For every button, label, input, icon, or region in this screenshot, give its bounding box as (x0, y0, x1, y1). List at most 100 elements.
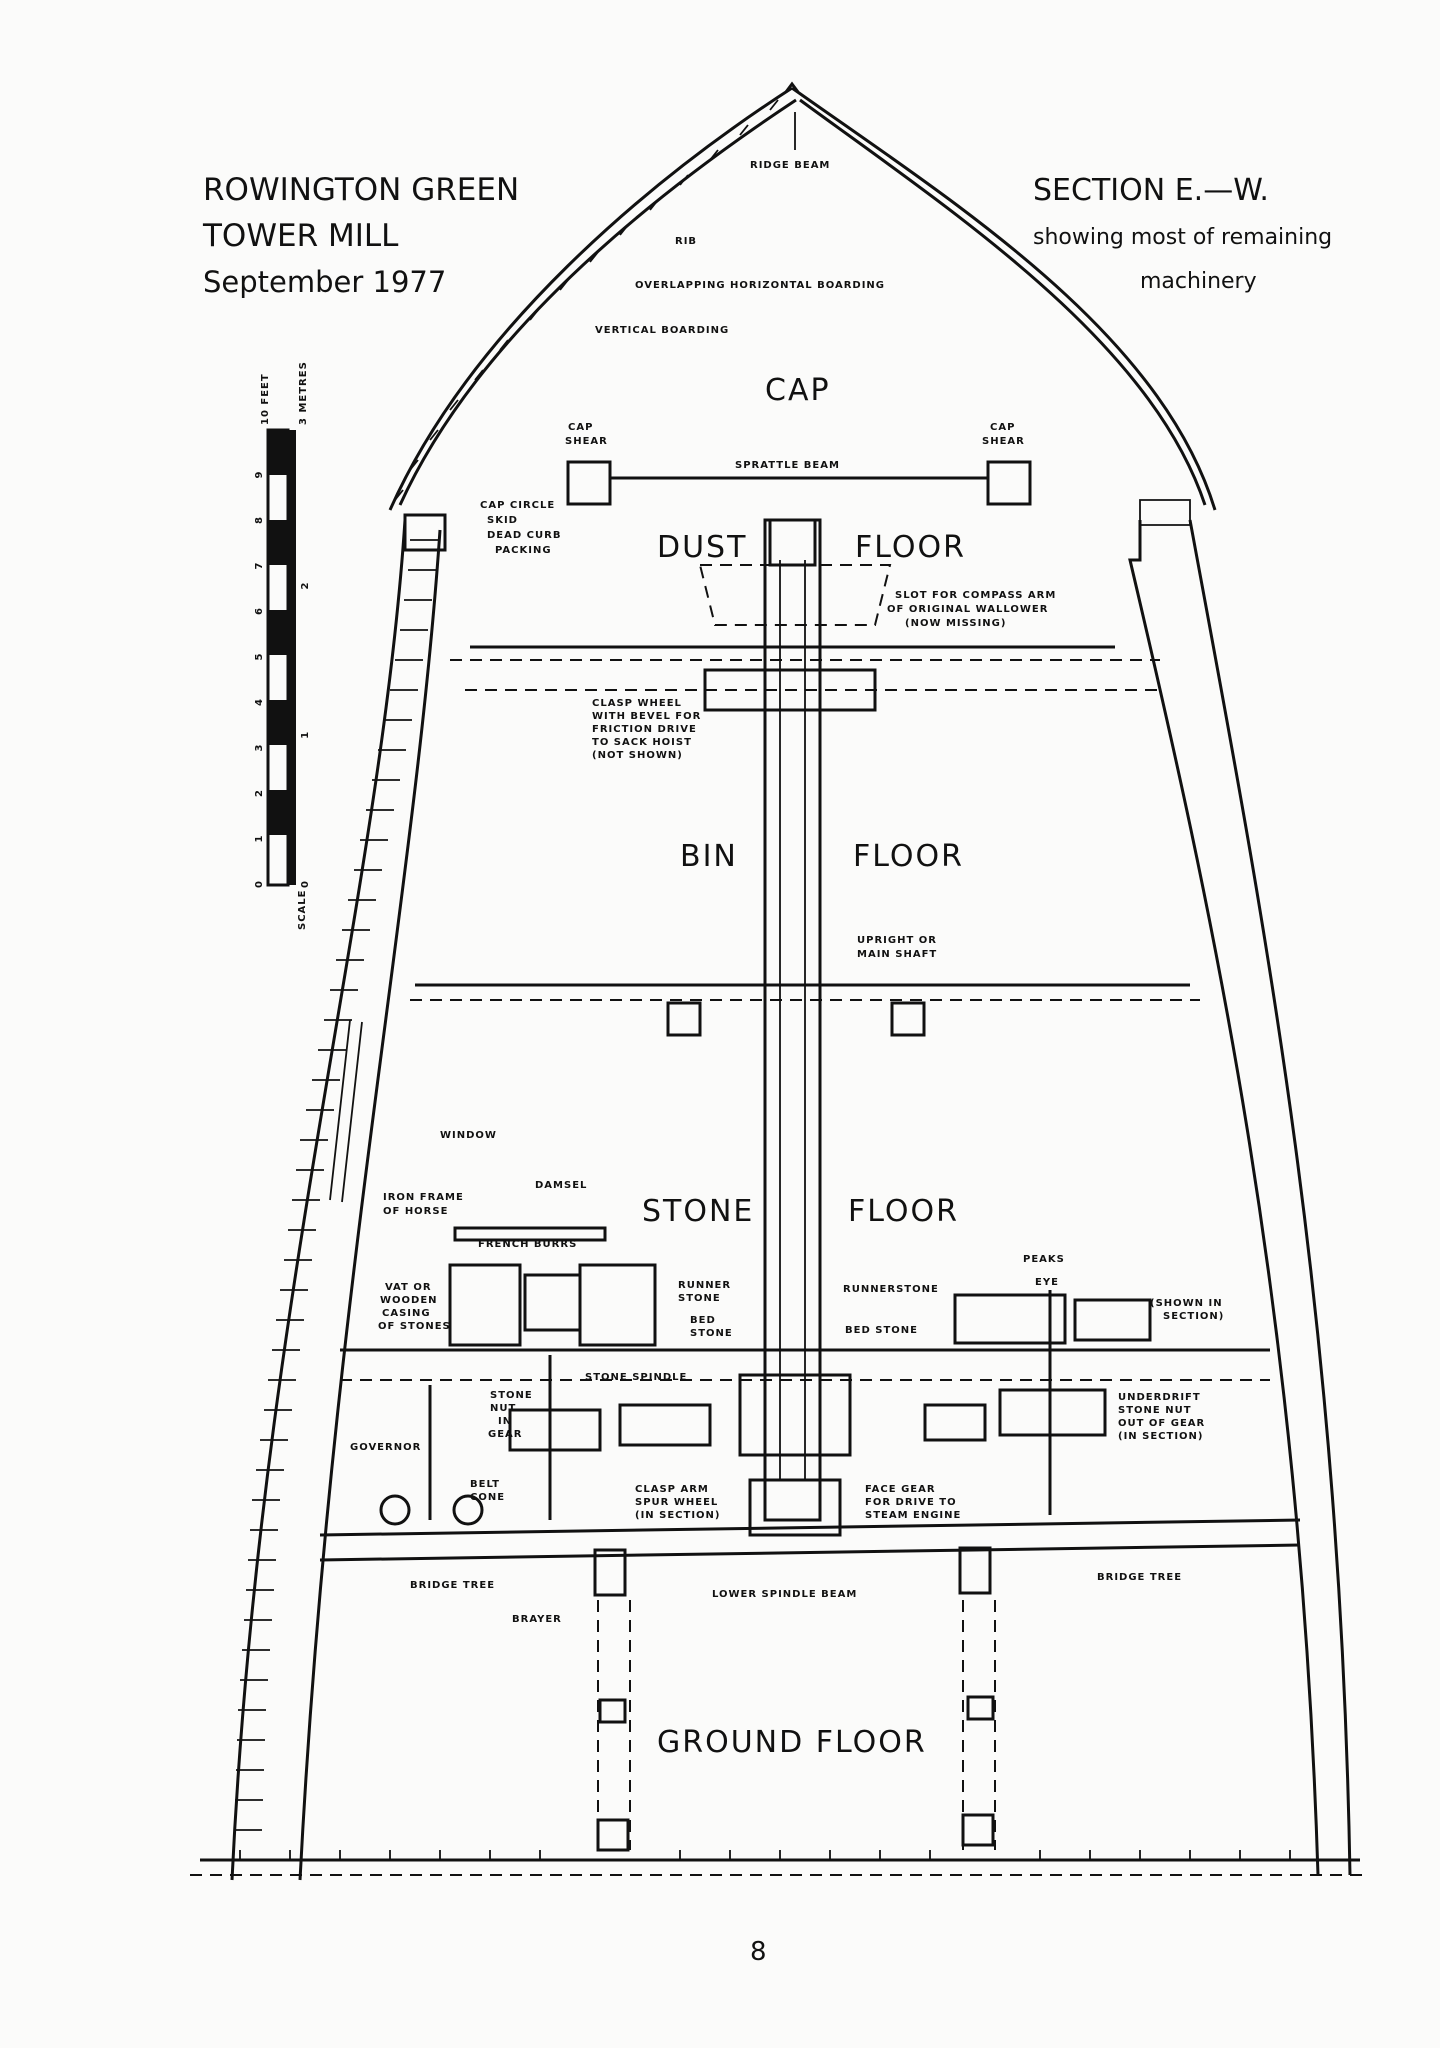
label-packing: PACKING (495, 545, 552, 556)
label-rib: RIB (675, 236, 697, 247)
label-overlapping: OVERLAPPING HORIZONTAL BOARDING (635, 280, 885, 291)
label-slot-3: (NOW MISSING) (905, 618, 1006, 629)
label-damsel: DAMSEL (535, 1180, 587, 1191)
scale-metres-label: 3 METRES (298, 361, 309, 425)
section-line1: SECTION E.—W. (1033, 173, 1269, 208)
label-vat-3: CASING (382, 1308, 431, 1319)
millstones-right (923, 1290, 1152, 1515)
floor-ground: GROUND FLOOR (657, 1725, 927, 1760)
label-governor: GOVERNOR (350, 1442, 421, 1453)
bin-floor-blocks (666, 1001, 926, 1037)
label-window: WINDOW (440, 1130, 497, 1141)
label-face-gear-3: STEAM ENGINE (865, 1510, 961, 1521)
label-sprattle-beam: SPRATTLE BEAM (735, 460, 840, 471)
title-line1: ROWINGTON GREEN (203, 172, 519, 208)
scale-feet-tick: 5 (254, 653, 265, 661)
section-line3: machinery (1140, 269, 1257, 294)
scale-feet-tick: 4 (254, 698, 265, 706)
label-runner-stone-2: STONE (678, 1293, 721, 1304)
cap-roof (388, 81, 1217, 511)
label-clasp-arm-3: (IN SECTION) (635, 1510, 721, 1521)
label-peaks: PEAKS (1023, 1254, 1065, 1265)
floor-cap: CAP (765, 373, 831, 408)
label-french-burrs: FRENCH BURRS (478, 1239, 577, 1250)
label-skid: SKID (487, 515, 518, 526)
label-stone-nut-4: GEAR (488, 1429, 522, 1440)
label-clasp-arm-1: CLASP ARM (635, 1484, 709, 1495)
scale-feet-tick: 7 (254, 562, 265, 570)
label-cap-shear-right-2: SHEAR (982, 436, 1025, 447)
scale-feet-tick: 1 (254, 835, 265, 843)
title-date: September 1977 (203, 265, 446, 299)
ground-joists (239, 1850, 1291, 1860)
label-clasp-2: WITH BEVEL FOR (592, 711, 701, 722)
label-stone-spindle: STONE SPINDLE (585, 1372, 687, 1383)
label-face-gear-1: FACE GEAR (865, 1484, 936, 1495)
page-number: 8 (750, 1937, 767, 1967)
label-underdrift-2: STONE NUT (1118, 1405, 1192, 1416)
scale-feet-tick: 0 (254, 880, 265, 888)
scale-label: SCALE (297, 890, 308, 930)
scale-metres-tick: 2 (300, 581, 311, 589)
label-belt-1: BELT (470, 1479, 500, 1490)
ground-floor-posts (593, 1546, 996, 1852)
label-eye: EYE (1035, 1277, 1059, 1288)
scale-metres-tick: 1 (300, 731, 311, 739)
label-underdrift-3: OUT OF GEAR (1118, 1418, 1205, 1429)
scale-feet-tick: 2 (254, 789, 265, 797)
floor-bin-floor: FLOOR (853, 839, 964, 874)
label-clasp-4: TO SACK HOIST (592, 737, 692, 748)
label-shown-section-2: SECTION) (1163, 1311, 1224, 1322)
label-vat-2: WOODEN (380, 1295, 438, 1306)
label-upright-2: MAIN SHAFT (857, 949, 937, 960)
label-cap-shear-right-1: CAP (990, 422, 1015, 433)
label-clasp-3: FRICTION DRIVE (592, 724, 697, 735)
label-dead-curb: DEAD CURB (487, 530, 561, 541)
label-shown-section-1: (SHOWN IN (1150, 1298, 1223, 1309)
label-bridge-tree-right: BRIDGE TREE (1097, 1572, 1182, 1583)
scale-feet-tick: 6 (254, 607, 265, 615)
floor-bin: BIN (680, 839, 738, 874)
label-cap-shear-left-1: CAP (568, 422, 593, 433)
tower-walls (230, 499, 1352, 1881)
main-shaft (698, 518, 892, 1537)
scale-feet-tick: 3 (254, 744, 265, 752)
label-vertical-boarding: VERTICAL BOARDING (595, 325, 729, 336)
label-cap-shear-left-2: SHEAR (565, 436, 608, 447)
title-line2: TOWER MILL (202, 218, 399, 254)
label-runner-stone-1: RUNNER (678, 1280, 731, 1291)
label-brayer: BRAYER (512, 1614, 562, 1625)
label-runnerstone: RUNNERSTONE (843, 1284, 939, 1295)
label-cap-circle: CAP CIRCLE (480, 500, 555, 511)
label-stone-nut-1: STONE (490, 1390, 533, 1401)
label-vat-1: VAT OR (385, 1282, 432, 1293)
label-bridge-tree-left: BRIDGE TREE (410, 1580, 495, 1591)
label-vat-4: OF STONES (378, 1321, 451, 1332)
label-clasp-1: CLASP WHEEL (592, 698, 682, 709)
label-bed-stone-right: BED STONE (845, 1325, 918, 1336)
label-underdrift-4: (IN SECTION) (1118, 1431, 1204, 1442)
label-upright-1: UPRIGHT OR (857, 935, 937, 946)
scale-feet-label: 10 FEET (260, 373, 271, 425)
label-stone-nut-2: NUT (490, 1403, 516, 1414)
label-iron-frame-1: IRON FRAME (383, 1192, 464, 1203)
label-belt-2: CONE (470, 1492, 505, 1503)
floor-dust-floor: FLOOR (855, 530, 966, 565)
label-bed-stone-1: BED (690, 1315, 716, 1326)
label-bed-stone-2: STONE (690, 1328, 733, 1339)
label-slot-2: OF ORIGINAL WALLOWER (887, 604, 1048, 615)
label-slot-1: SLOT FOR COMPASS ARM (895, 590, 1056, 601)
label-underdrift-1: UNDERDRIFT (1118, 1392, 1201, 1403)
floor-stone: STONE (642, 1194, 754, 1229)
floor-dust: DUST (657, 530, 747, 565)
label-stone-nut-3: IN (498, 1416, 512, 1427)
cap-shears (403, 460, 1032, 552)
section-line2: showing most of remaining (1033, 225, 1332, 250)
millstones-left (379, 1226, 712, 1526)
scale-metres-tick: 0 (300, 880, 311, 888)
scale-bar (266, 428, 296, 887)
